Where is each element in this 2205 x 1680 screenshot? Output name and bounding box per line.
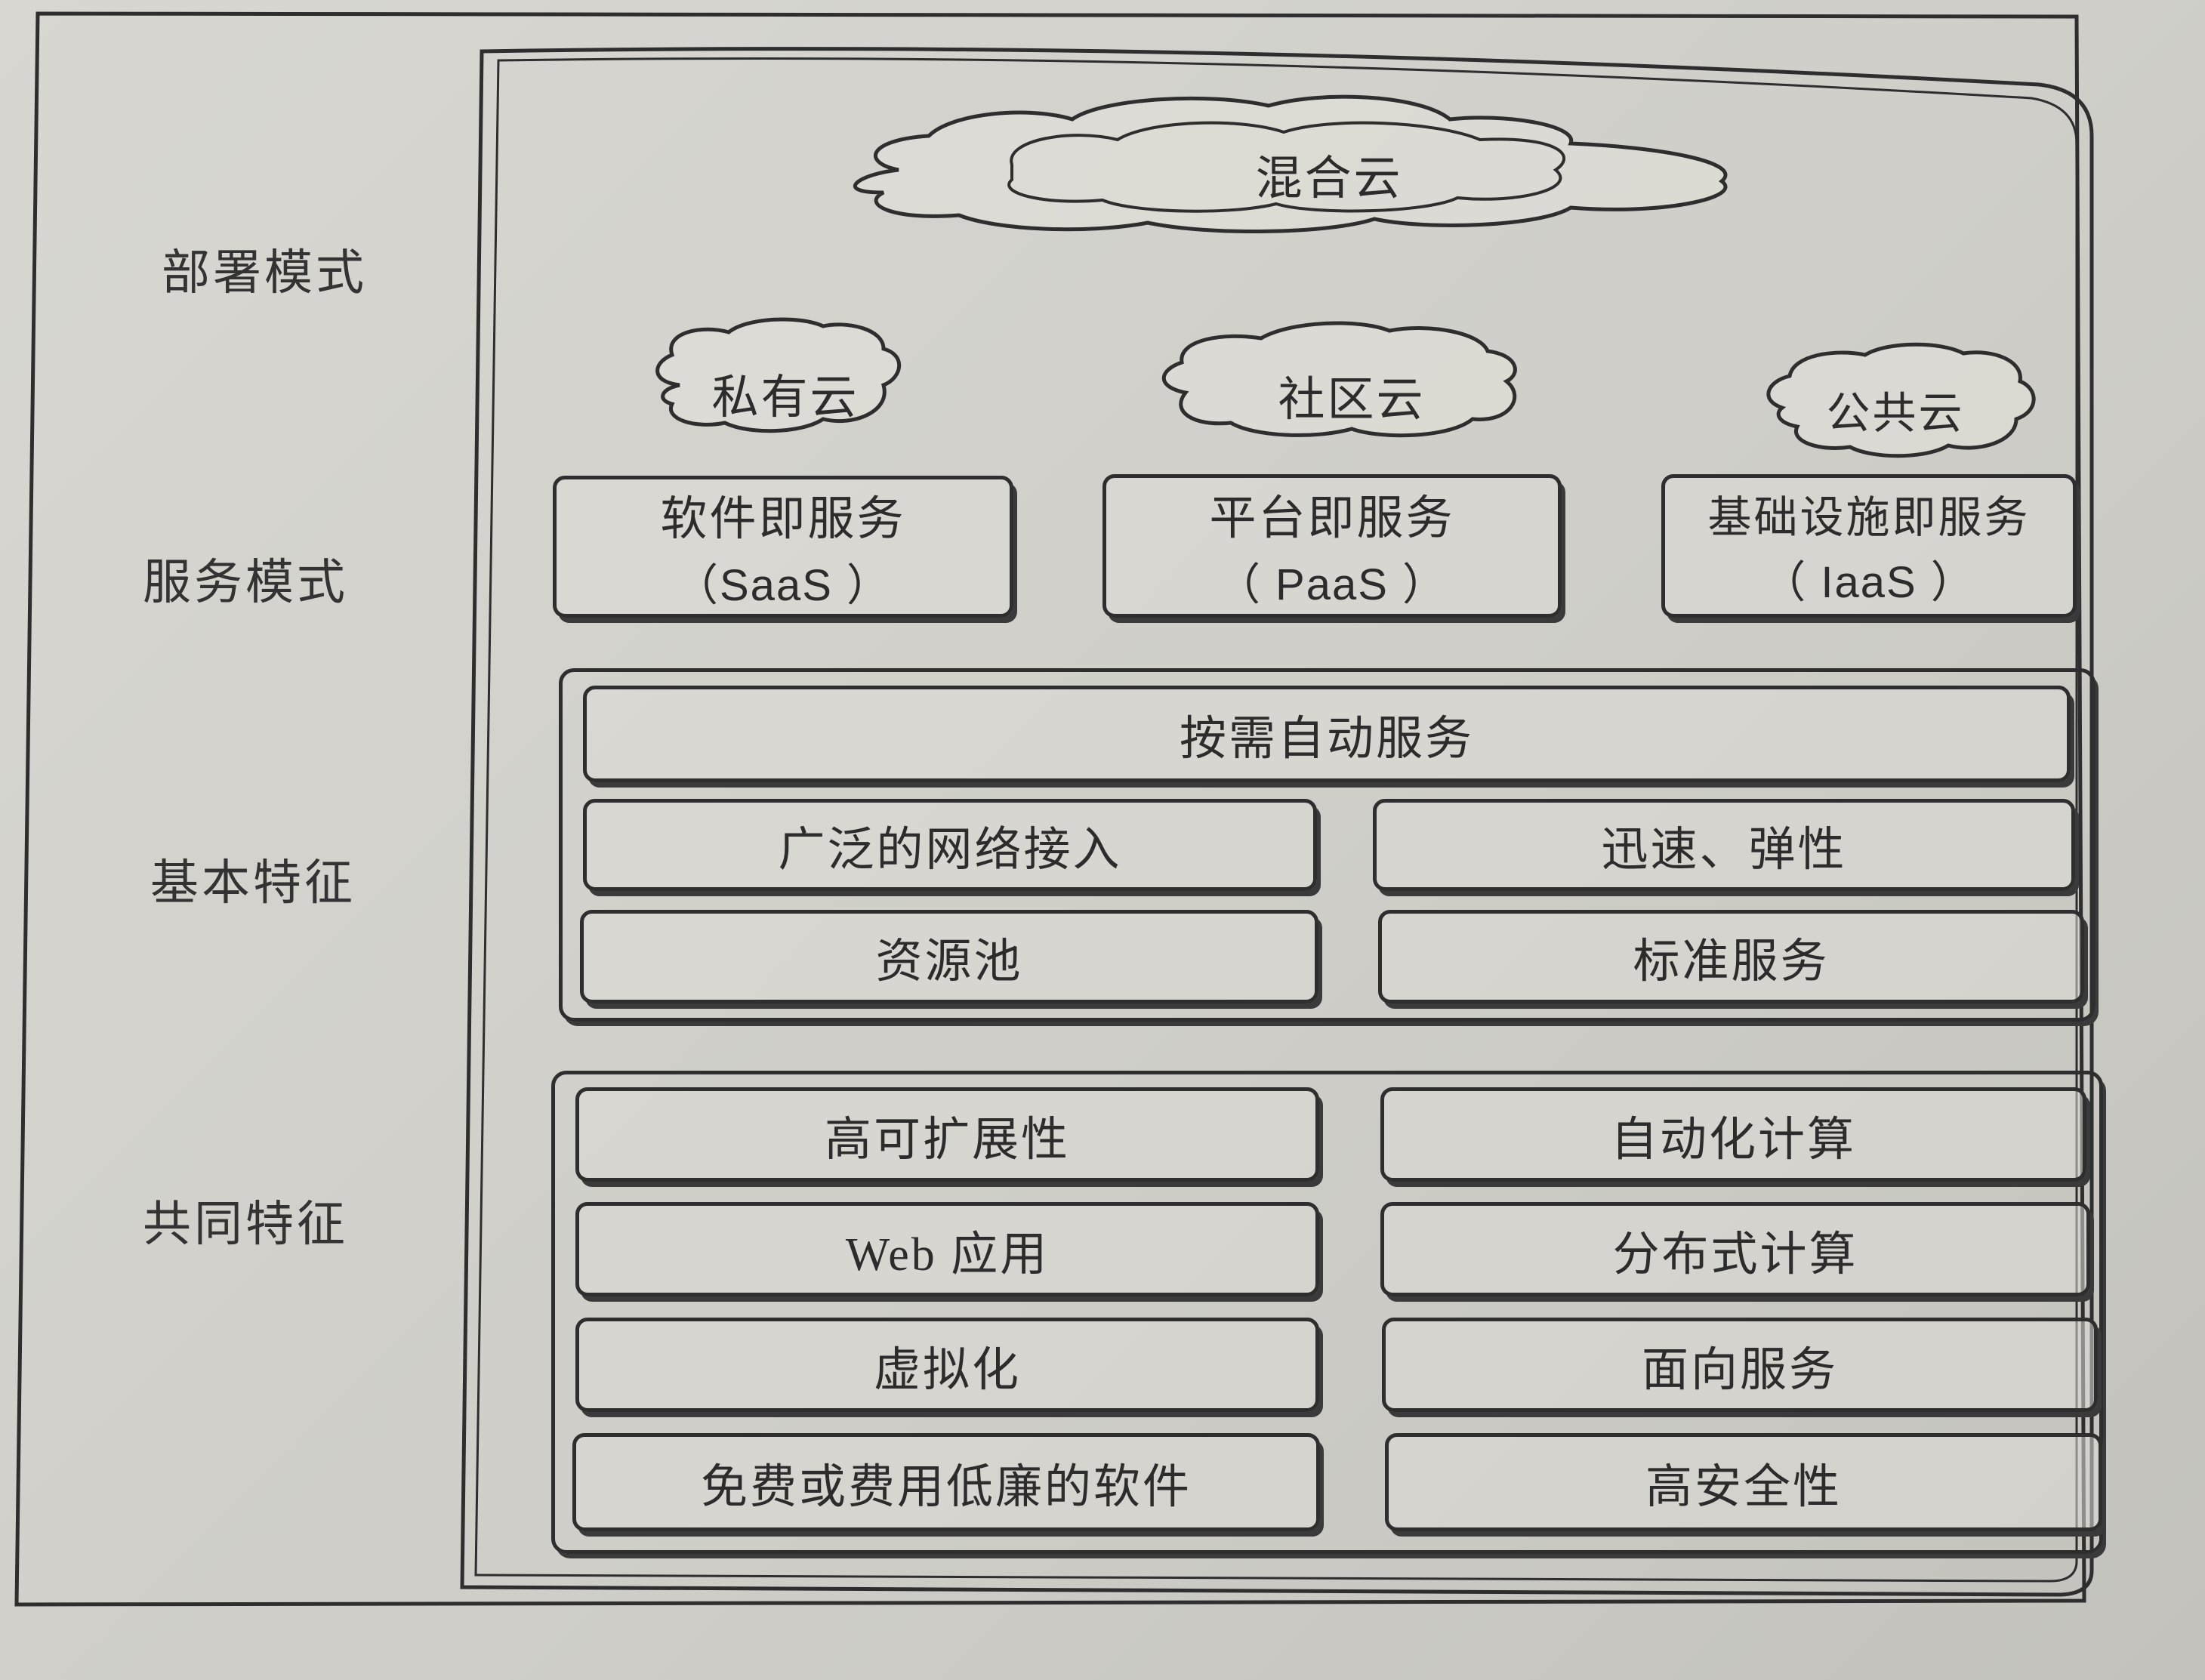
low-cost-software-box: 免费或费用低廉的软件 [572,1433,1320,1531]
high-security-box: 高安全性 [1385,1433,2102,1531]
saas-abbr: （SaaS ） [674,561,892,610]
standard-service-box: 标准服务 [1378,910,2084,1003]
public-cloud-label: 公共云 [1826,387,1965,439]
iaas-box: 基础设施即服务 （ IaaS ） [1661,474,2077,618]
row-label-common: 共同特征 [143,1197,348,1253]
basic-characteristics-group [559,668,2096,1022]
hybrid-cloud-label: 混合云 [1255,150,1403,205]
community-cloud-label: 社区云 [1278,371,1426,427]
community-cloud-shape [1161,321,1517,438]
iaas-name: 基础设施即服务 [1707,492,2031,543]
iaas-abbr: （ IaaS ） [1762,558,1976,607]
on-demand-box: 按需自动服务 [583,686,2071,782]
private-cloud-shape [655,317,902,433]
network-access-box: 广泛的网络接入 [583,799,1317,891]
row-label-basic: 基本特征 [150,855,356,911]
common-characteristics-group [551,1071,2103,1554]
row-label-deployment: 部署模式 [162,245,367,301]
hybrid-cloud-shape [853,94,1728,233]
main-frame-outer [460,47,2094,1597]
row-label-service: 服务模式 [143,555,348,611]
paas-box: 平台即服务 （ PaaS ） [1102,474,1562,618]
web-application-box: Web 应用 [575,1202,1319,1296]
scalability-box: 高可扩展性 [575,1087,1319,1182]
paas-name: 平台即服务 [1209,490,1455,545]
saas-box: 软件即服务 （SaaS ） [553,476,1013,618]
resource-pool-box: 资源池 [580,910,1318,1003]
saas-name: 软件即服务 [660,491,906,546]
private-cloud-label: 私有云 [711,369,859,424]
service-oriented-box: 面向服务 [1382,1318,2098,1412]
automated-computing-box: 自动化计算 [1380,1087,2086,1182]
virtualization-box: 虚拟化 [575,1318,1319,1412]
paas-abbr: （ PaaS ） [1216,560,1448,609]
distributed-computing-box: 分布式计算 [1380,1202,2090,1296]
elastic-box: 迅速、弹性 [1373,799,2075,891]
outer-frame [14,11,2086,1607]
public-cloud-shape [1766,342,2036,458]
